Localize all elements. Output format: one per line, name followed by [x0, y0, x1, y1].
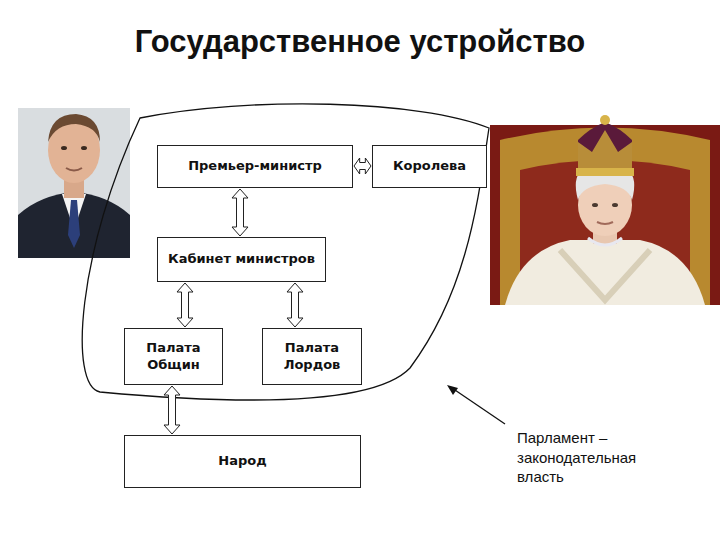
- double-arrow: [232, 189, 248, 236]
- process-box: Палата Общин: [124, 328, 223, 385]
- diagram-title: Государственное устройство: [0, 24, 720, 60]
- double-arrow: [164, 386, 180, 434]
- box-label: Королева: [393, 158, 466, 175]
- process-box: Народ: [124, 435, 361, 488]
- double-arrow: [354, 158, 371, 174]
- parliament-outline: [82, 104, 489, 400]
- box-label: Палата Общин: [131, 340, 216, 374]
- double-arrow: [177, 283, 193, 327]
- box-label: Кабинет министров: [168, 251, 315, 268]
- process-box: Палата Лордов: [262, 328, 362, 385]
- note-label: Парламент – законодательная власть: [517, 428, 677, 487]
- process-box: Кабинет министров: [157, 237, 326, 282]
- double-arrow: [287, 283, 303, 327]
- portrait-right: [490, 115, 720, 305]
- process-box: Премьер-министр: [157, 145, 353, 188]
- box-label: Премьер-министр: [188, 158, 322, 175]
- process-box: Королева: [372, 145, 487, 188]
- leader-arrow: [447, 385, 505, 424]
- box-label: Палата Лордов: [269, 340, 355, 374]
- box-label: Народ: [218, 453, 266, 470]
